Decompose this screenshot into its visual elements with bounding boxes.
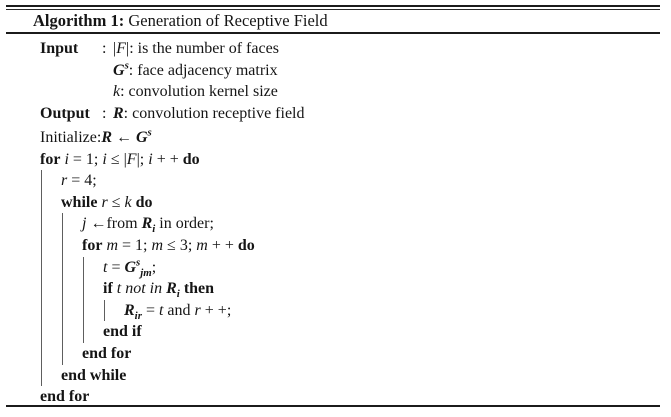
line-text-r-init: r = 4; xyxy=(61,172,97,190)
indent-guide-level-1 xyxy=(41,191,42,214)
line-text-for-m: for m = 1; m ≤ 3; m + + do xyxy=(82,236,255,254)
input-value-kernel: k: convolution kernel size xyxy=(113,83,278,100)
line-text-assign-rir: Rir = t and r + +; xyxy=(124,301,232,322)
io-row-input-cont-1: Gs: face adjacency matrix xyxy=(40,60,305,82)
indent-guide-level-1 xyxy=(41,256,42,279)
indent-guide-level-3 xyxy=(83,256,84,279)
bottom-rule xyxy=(6,405,660,407)
line-text-j-from: j ←from Ri in order; xyxy=(82,215,214,236)
output-label: Output xyxy=(40,104,90,122)
line-text-t-assign: t = Gsjm; xyxy=(103,256,157,279)
indent-guide-level-1 xyxy=(41,364,42,387)
indent-guide-level-3 xyxy=(83,278,84,300)
indent-guide-level-2 xyxy=(62,234,63,257)
line-text-end-while: end while xyxy=(61,366,127,384)
indent-guide-level-4 xyxy=(104,299,105,322)
io-row-output: Output : R: convolution receptive field xyxy=(40,103,305,125)
indent-guide-level-1 xyxy=(41,342,42,365)
indent-guide-level-1 xyxy=(41,321,42,343)
top-rule-inner xyxy=(6,9,660,10)
indent-guide-level-2 xyxy=(62,256,63,279)
indent-guide-level-2 xyxy=(62,321,63,343)
indent-guide-level-3 xyxy=(83,299,84,322)
top-rule-outer xyxy=(6,5,660,7)
output-value: R: convolution receptive field xyxy=(113,104,305,122)
line-text-end-if: end if xyxy=(103,323,142,341)
output-colon: : xyxy=(102,104,107,122)
algorithm-caption: Generation of Receptive Field xyxy=(128,11,328,30)
line-text-initialize: Initialize:R ← Gs xyxy=(40,126,152,146)
line-text-if: if t not in Ri then xyxy=(103,280,215,301)
indent-guide-level-1 xyxy=(41,234,42,257)
input-colon: : xyxy=(102,40,107,57)
io-block: Input : |F|: is the number of faces Gs: … xyxy=(40,38,305,124)
title-rule xyxy=(6,32,660,34)
line-text-end-for-inner: end for xyxy=(82,344,132,362)
indent-guide-level-2 xyxy=(62,299,63,322)
input-value-faces: |F|: is the number of faces xyxy=(113,40,279,57)
input-label: Input xyxy=(40,40,79,57)
input-value-adjacency: Gs: face adjacency matrix xyxy=(113,59,278,79)
io-row-input-cont-2: k: convolution kernel size xyxy=(40,81,305,103)
indent-guide-level-1 xyxy=(41,170,42,192)
line-text-while: while r ≤ k do xyxy=(61,193,153,211)
indent-guide-level-1 xyxy=(41,299,42,322)
io-row-input: Input : |F|: is the number of faces xyxy=(40,38,305,60)
line-text-end-for-outer: end for xyxy=(40,388,90,406)
indent-guide-level-2 xyxy=(62,278,63,300)
indent-guide-level-1 xyxy=(41,213,42,235)
indent-guide-level-3 xyxy=(83,321,84,343)
indent-guide-level-2 xyxy=(62,342,63,365)
line-text-for-i: for i = 1; i ≤ |F|; i + + do xyxy=(40,150,200,168)
algorithm-number-label: Algorithm 1: xyxy=(33,11,125,30)
indent-guide-level-2 xyxy=(62,213,63,235)
indent-guide-level-1 xyxy=(41,278,42,300)
algorithm-title: Algorithm 1: Generation of Receptive Fie… xyxy=(33,11,328,31)
